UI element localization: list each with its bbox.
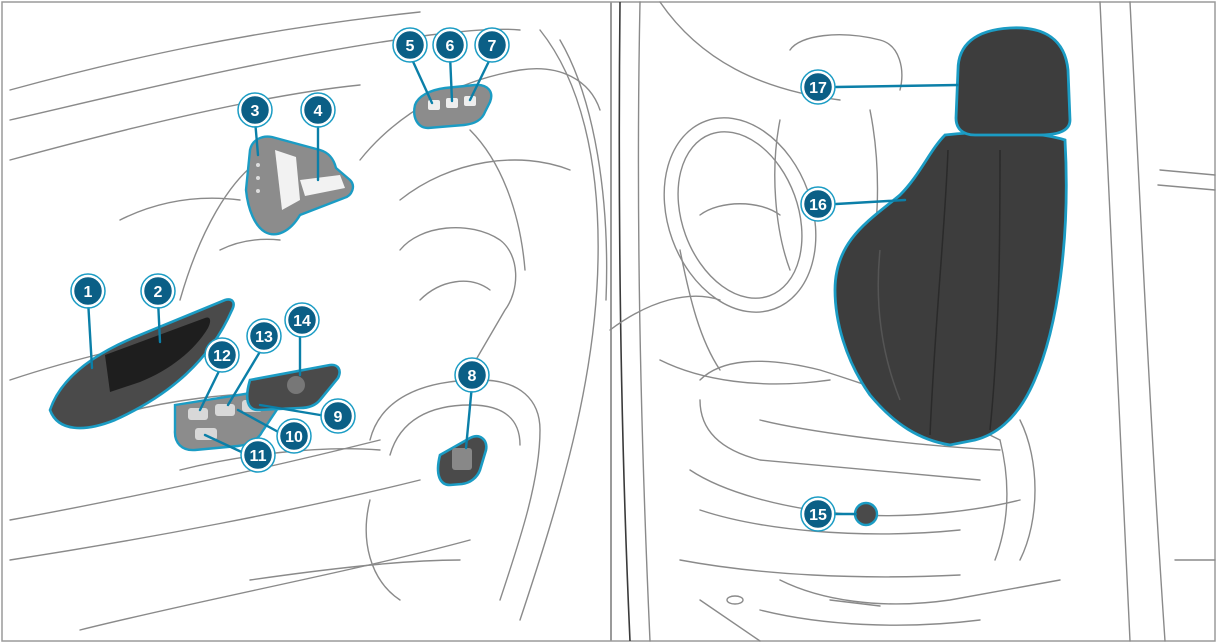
callout-14: 14 [285,303,319,337]
window-switch-front-left [188,408,208,420]
callout-2: 2 [141,274,175,308]
seat-backrest [835,132,1066,445]
svg-text:16: 16 [809,197,827,214]
callout-7: 7 [475,28,509,62]
window-switch-front-right [215,404,235,416]
svg-text:6: 6 [446,38,455,55]
callout-8: 8 [455,358,489,392]
callout-13: 13 [247,319,281,353]
callout-12: 12 [205,338,239,372]
callout-4: 4 [301,93,335,127]
svg-text:10: 10 [285,429,303,446]
svg-text:8: 8 [468,368,477,385]
callout-5: 5 [393,28,427,62]
callout-16: 16 [801,187,835,221]
callout-11: 11 [241,438,275,472]
svg-text:1: 1 [84,284,93,301]
svg-text:9: 9 [334,409,343,426]
svg-text:14: 14 [293,313,311,330]
callout-9: 9 [321,399,355,433]
seat-side-button [855,503,877,525]
callout-1: 1 [71,274,105,308]
svg-text:4: 4 [314,103,323,120]
callout-15: 15 [801,497,835,531]
door-pocket-switch-key [452,448,472,470]
svg-text:13: 13 [255,329,273,346]
svg-text:12: 12 [213,348,231,365]
mirror-joystick [287,376,305,394]
callout-10: 10 [277,419,311,453]
svg-text:15: 15 [809,507,827,524]
svg-text:7: 7 [488,38,497,55]
callout-3: 3 [238,93,272,127]
svg-text:3: 3 [251,103,260,120]
svg-text:5: 5 [406,38,415,55]
svg-text:2: 2 [154,284,163,301]
callout-6: 6 [433,28,467,62]
memory-button-1 [428,100,440,110]
svg-text:11: 11 [250,448,267,465]
callout-17: 17 [801,70,835,104]
svg-text:17: 17 [809,80,827,97]
headrest [956,28,1070,135]
